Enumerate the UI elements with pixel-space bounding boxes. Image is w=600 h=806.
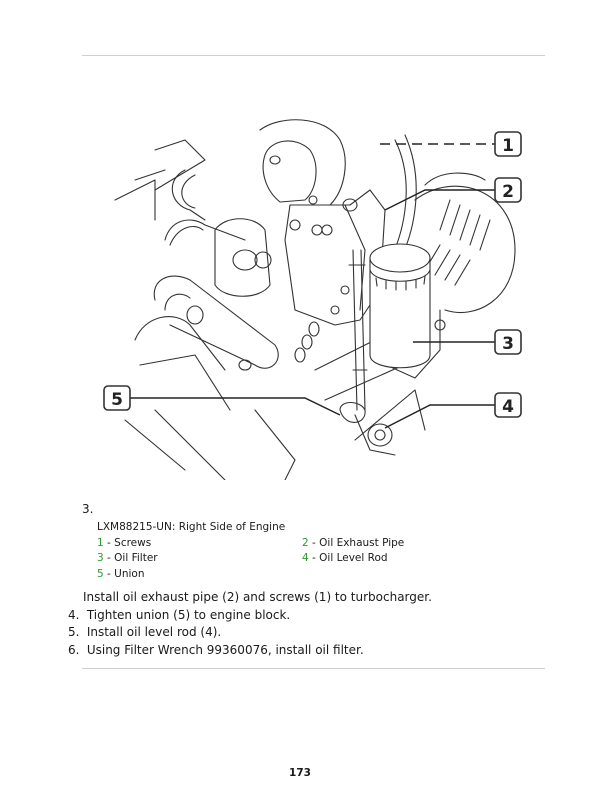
engine-line-art <box>114 119 516 481</box>
legend: 1 - Screws 2 - Oil Exhaust Pipe 3 - Oil … <box>97 536 517 583</box>
callout-5: 5 <box>103 385 131 411</box>
legend-item: 4 - Oil Level Rod <box>302 552 388 564</box>
svg-text:4: 4 <box>502 397 514 417</box>
svg-text:3: 3 <box>502 334 514 354</box>
svg-text:1: 1 <box>502 136 514 156</box>
step-item: 4. Tighten union (5) to engine block. <box>68 607 291 622</box>
engine-figure: 1 2 3 4 5 <box>95 110 535 481</box>
callout-3: 3 <box>494 329 522 355</box>
oil-filter-art <box>369 243 431 369</box>
page-number: 173 <box>289 767 311 779</box>
step-item: 6. Using Filter Wrench 99360076, install… <box>68 642 364 657</box>
engine-illustration: 1 2 3 4 5 <box>103 119 522 481</box>
leader-lines <box>130 143 495 429</box>
legend-item: 1 - Screws <box>97 536 152 549</box>
svg-text:5: 5 <box>111 390 123 410</box>
figure-caption: LXM88215-UN: Right Side of Engine 1 - Sc… <box>97 520 517 582</box>
callout-4: 4 <box>494 392 522 418</box>
callout-2: 2 <box>494 177 522 203</box>
procedure-steps: Install oil exhaust pipe (2) and screws … <box>68 589 548 659</box>
caption-title: LXM88215-UN: Right Side of Engine <box>97 521 286 533</box>
step-3-number: 3. <box>82 502 94 516</box>
bottom-divider <box>82 668 545 669</box>
callout-1: 1 <box>494 131 522 157</box>
svg-text:2: 2 <box>502 182 514 202</box>
step-3-text: Install oil exhaust pipe (2) and screws … <box>83 590 432 604</box>
step-item: 5. Install oil level rod (4). <box>68 625 222 639</box>
legend-item: 5 - Union <box>97 567 145 580</box>
legend-item: 2 - Oil Exhaust Pipe <box>302 536 405 549</box>
top-divider <box>82 55 545 56</box>
legend-item: 3 - Oil Filter <box>97 552 158 564</box>
